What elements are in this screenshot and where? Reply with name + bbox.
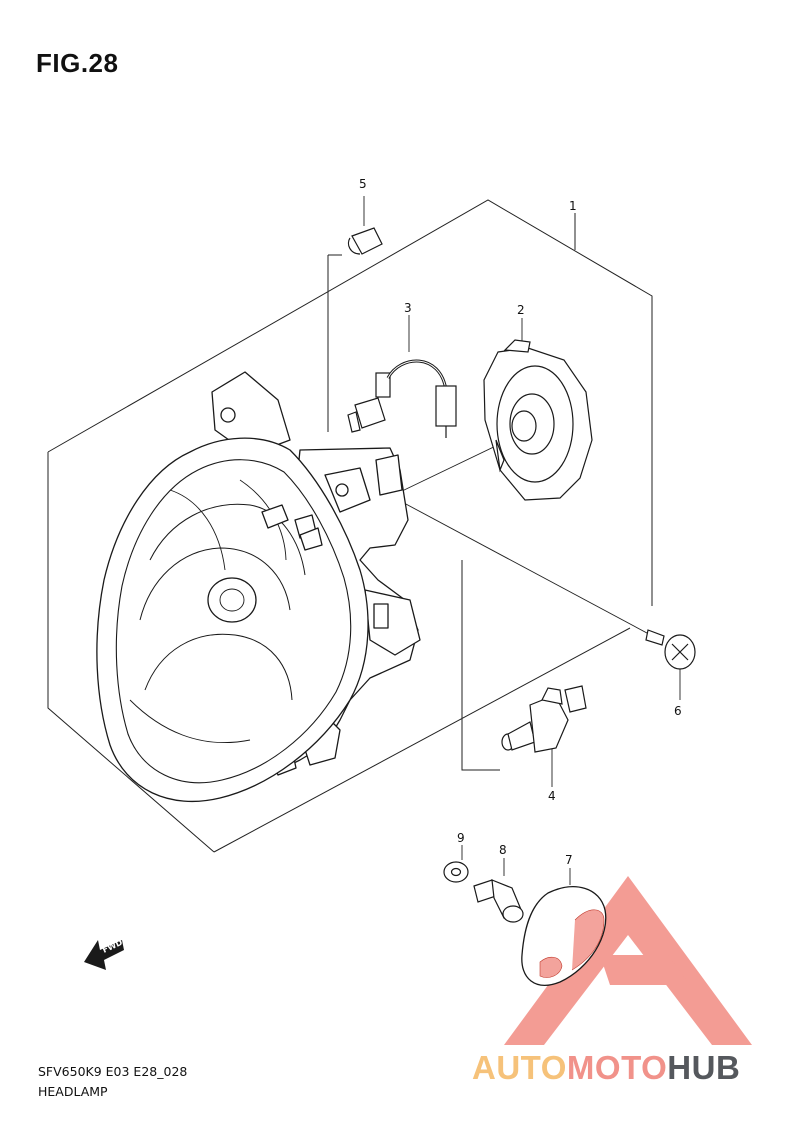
spacer-part-8 <box>473 879 524 923</box>
watermark-text-hub: HUB <box>667 1049 741 1086</box>
cover-part-7 <box>521 886 607 986</box>
wiring-harness-part-3 <box>347 359 457 438</box>
callout-5: 5 <box>359 177 367 191</box>
callout-4: 4 <box>548 789 556 803</box>
callout-8: 8 <box>499 843 507 857</box>
callout-2: 2 <box>517 303 525 317</box>
washer-part-9 <box>443 861 469 883</box>
assembly-boundary <box>47 199 653 853</box>
screw-part-6 <box>645 629 696 670</box>
callout-labels: 1 2 3 4 5 6 7 8 9 <box>359 177 682 867</box>
socket-cover-part-2 <box>483 339 593 501</box>
callout-3: 3 <box>404 301 412 315</box>
watermark-logo <box>504 876 752 1045</box>
figure-title: FIG.28 <box>36 48 119 78</box>
callout-1: 1 <box>569 199 577 213</box>
leader-lines <box>363 196 681 885</box>
callout-7: 7 <box>565 853 573 867</box>
position-bulb-part-5 <box>347 227 383 255</box>
watermark-text-moto: MOTO <box>566 1049 668 1086</box>
fwd-arrow: FWD <box>84 938 124 970</box>
bulb-part-4 <box>501 685 587 753</box>
model-code: SFV650K9 E03 E28_028 <box>38 1064 188 1079</box>
watermark-text-auto: AUTO <box>472 1049 567 1086</box>
part-group-name: HEADLAMP <box>38 1084 108 1099</box>
callout-9: 9 <box>457 831 465 845</box>
headlamp-body <box>96 371 421 802</box>
watermark-text: AUTOMOTOHUB <box>472 1049 740 1087</box>
callout-6: 6 <box>674 704 682 718</box>
